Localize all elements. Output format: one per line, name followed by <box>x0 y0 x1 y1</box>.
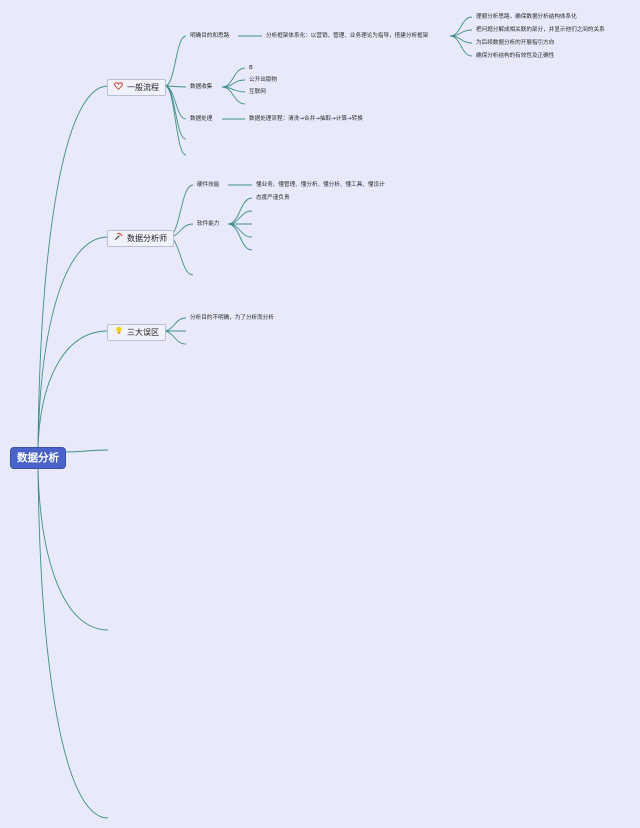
node-framework-point-1[interactable]: 理顺分析思路，确保数据分析结构体系化 <box>476 14 577 20</box>
branch-node-three-mistakes[interactable]: 三大误区 <box>107 324 166 341</box>
link-root-branch-1 <box>37 85 109 449</box>
branch-label: 数据分析师 <box>127 234 167 243</box>
node-data-collection[interactable]: 数据收集 <box>190 84 213 90</box>
pickaxe-icon <box>113 231 124 246</box>
link-branch-1-child-2 <box>164 85 187 88</box>
node-processing-flow[interactable]: 数据处理流程：清洗→合并→抽取→计算→转换 <box>249 116 363 122</box>
link-soft-skills-item-4 <box>227 223 253 238</box>
link-root-branch-3 <box>37 330 109 449</box>
node-mistake-1[interactable]: 分析目的不明确，为了分析而分析 <box>190 315 274 321</box>
lightbulb-icon <box>113 325 124 340</box>
branch-node-data-analyst[interactable]: 数据分析师 <box>107 230 174 247</box>
node-hard-skills[interactable]: 硬件技能 <box>197 182 220 188</box>
node-framework[interactable]: 分析框架体系化：以营销、管理、业务理论为指导，搭建分析框架 <box>266 33 429 39</box>
branch-label: 三大误区 <box>127 328 159 337</box>
branch-label: 一般流程 <box>127 83 159 92</box>
node-data-processing[interactable]: 数据处理 <box>190 116 213 122</box>
link-root-branch-6 <box>37 467 109 819</box>
node-framework-point-3[interactable]: 为后续数据分析的开展指引方向 <box>476 40 555 46</box>
node-framework-point-2[interactable]: 把问题分解成相关联的部分，并显示他们之间的关系 <box>476 27 605 33</box>
link-collection-source-4 <box>221 86 246 105</box>
link-branch-1-child-4 <box>164 85 187 140</box>
link-branch-3-child-3 <box>162 330 187 345</box>
link-collection-source-1 <box>221 67 246 88</box>
node-purpose[interactable]: 明确目的和思路 <box>190 33 230 39</box>
heart-icon <box>113 80 124 95</box>
branch-node-general-process[interactable]: 一般流程 <box>107 79 166 96</box>
link-soft-skills-item-1 <box>227 197 253 225</box>
link-branch-3-child-1 <box>162 317 187 332</box>
node-soft-skills[interactable]: 软件能力 <box>197 221 220 227</box>
node-collection-source-2[interactable]: 公开出版物 <box>249 77 277 83</box>
node-hard-skills-detail[interactable]: 懂业务、懂管理、懂分析、懂分析、懂工具、懂设计 <box>256 182 385 188</box>
link-soft-skills-item-2 <box>227 210 253 225</box>
link-soft-skills-item-5 <box>227 223 253 251</box>
link-root-branch-4 <box>63 449 109 453</box>
root-node[interactable]: 数据分析 <box>11 448 65 468</box>
link-framework-point-4 <box>449 35 473 57</box>
link-branch-1-child-1 <box>164 35 187 87</box>
node-collection-source-3[interactable]: 互联网 <box>249 89 266 95</box>
node-framework-point-4[interactable]: 确保分析结构的有效性及正确性 <box>476 53 555 59</box>
link-root-branch-2 <box>37 236 109 449</box>
link-root-branch-5 <box>37 467 109 631</box>
node-collection-source-1[interactable]: B <box>249 65 253 71</box>
link-branch-1-child-5 <box>164 85 187 156</box>
node-soft-skills-detail[interactable]: 态度严谨负责 <box>256 195 290 201</box>
